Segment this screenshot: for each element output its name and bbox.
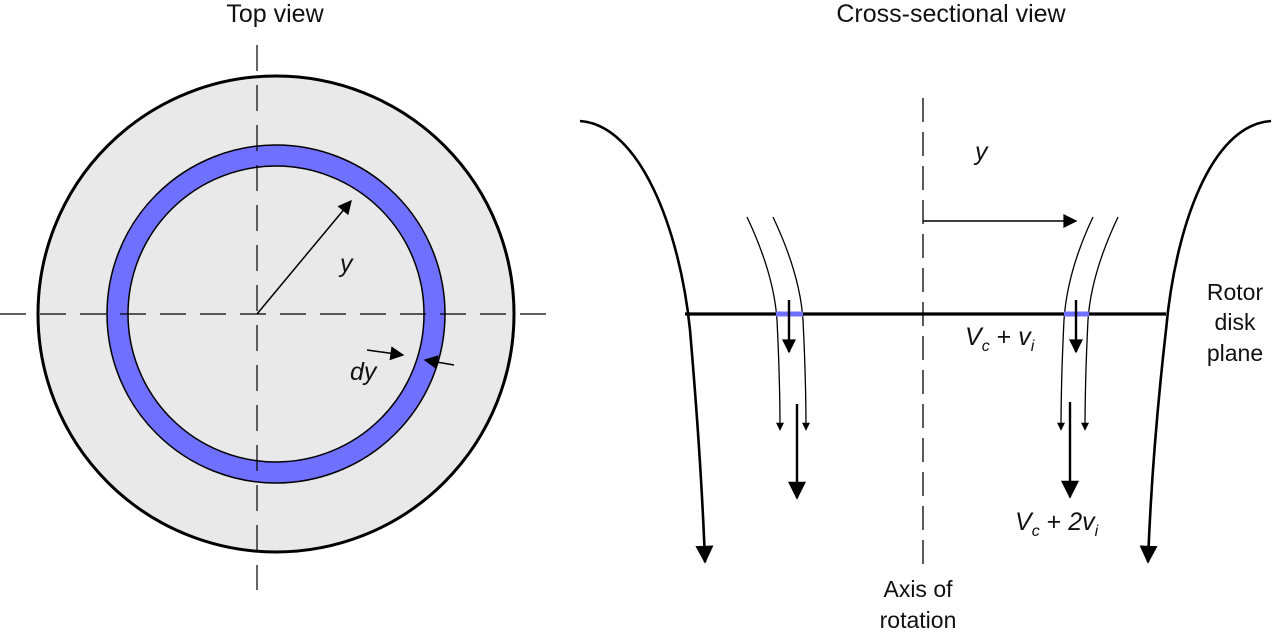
radial-distance-label: y [973,138,989,166]
axis-label-line1: Axis of [883,576,953,602]
top-view: Top view y dy [0,0,548,590]
disk-velocity-label: Vc + vi [965,323,1035,355]
dy-arrow-inner [366,346,405,361]
radius-arrow [256,199,352,315]
slipstream-boundary-left [579,119,714,564]
radius-label: y [338,250,354,278]
stream-tube-left-outer [772,216,810,431]
cross-section-title: Cross-sectional view [836,0,1066,28]
dy-arrow-outer [423,355,455,370]
stream-tube-right-outer [1081,216,1119,431]
stream-tube-right-inner [1057,216,1094,431]
disk-plane-label-line3: plane [1207,340,1263,366]
disk-plane-label-line1: Rotor [1207,279,1264,305]
cross-section-view: Cross-sectional view y Vc + vi Vc + 2vi [579,0,1272,633]
top-view-title: Top view [226,0,324,28]
wake-velocity-label: Vc + 2vi [1015,508,1099,540]
stream-tube-left-inner [746,216,784,431]
disk-plane-label-line2: disk [1215,309,1256,335]
slipstream-boundary-right [1139,119,1272,564]
axis-label-line2: rotation [880,607,957,633]
dy-label: dy [350,358,378,386]
